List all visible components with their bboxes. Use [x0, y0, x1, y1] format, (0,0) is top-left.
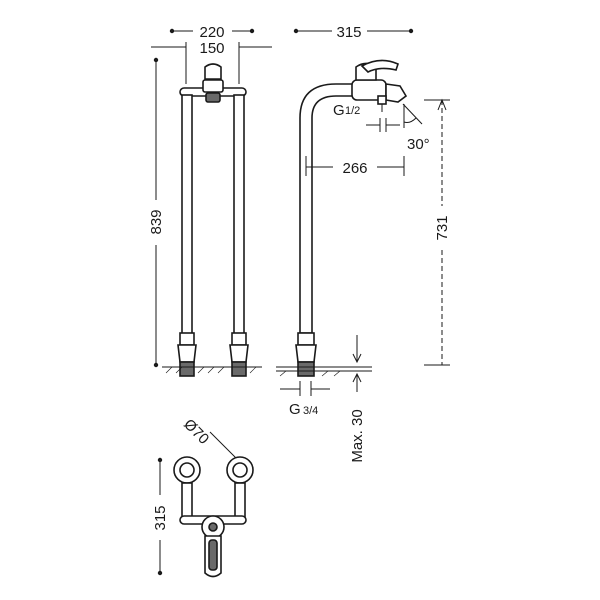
- front-floor: [162, 366, 262, 374]
- front-view: 220 150 839: [148, 24, 272, 377]
- front-outer-width-label: 220: [199, 24, 224, 41]
- side-pipe: [295, 83, 357, 377]
- plan-left-base: [173, 456, 201, 484]
- dim-spout-offset: [305, 156, 405, 176]
- side-floor: [276, 366, 372, 377]
- thread-top-fraction: 1/2: [345, 105, 360, 117]
- plan-depth-label: 315: [152, 505, 169, 530]
- dim-front-outer-width: [169, 28, 255, 34]
- spout-angle-label: 30°: [407, 136, 430, 153]
- base-diameter-label: Ø70: [180, 416, 212, 448]
- max-floor-label: Max. 30: [349, 409, 366, 462]
- thread-bottom-fraction: 3/4: [303, 405, 318, 417]
- side-depth-label: 315: [336, 24, 361, 41]
- dim-plan-depth: [157, 457, 163, 576]
- plan-view: Ø70 315: [152, 416, 254, 578]
- side-view: 315 G 1/2: [276, 24, 451, 463]
- front-faucet-body: [179, 63, 247, 103]
- spout-offset-label: 266: [342, 160, 367, 177]
- plan-right-base: [226, 456, 254, 484]
- thread-top-label: G: [333, 102, 345, 119]
- thread-bottom-label: G: [289, 401, 301, 418]
- plan-faucet: [201, 515, 225, 578]
- dim-side-depth: [293, 28, 414, 34]
- dim-thread-top: [366, 118, 400, 132]
- dim-max-floor: [352, 335, 362, 392]
- dim-thread-bottom: [280, 381, 330, 396]
- spout-height-label: 731: [434, 215, 451, 240]
- dim-spout-angle: [402, 103, 423, 128]
- side-faucet-body: [351, 59, 408, 112]
- front-right-pipe: [229, 94, 249, 377]
- dim-total-height: [153, 57, 159, 368]
- front-left-pipe: [177, 94, 197, 377]
- dim-front-inner-width: [151, 42, 272, 84]
- front-inner-width-label: 150: [199, 40, 224, 57]
- dim-spout-height: [424, 98, 450, 366]
- total-height-label: 839: [148, 209, 165, 234]
